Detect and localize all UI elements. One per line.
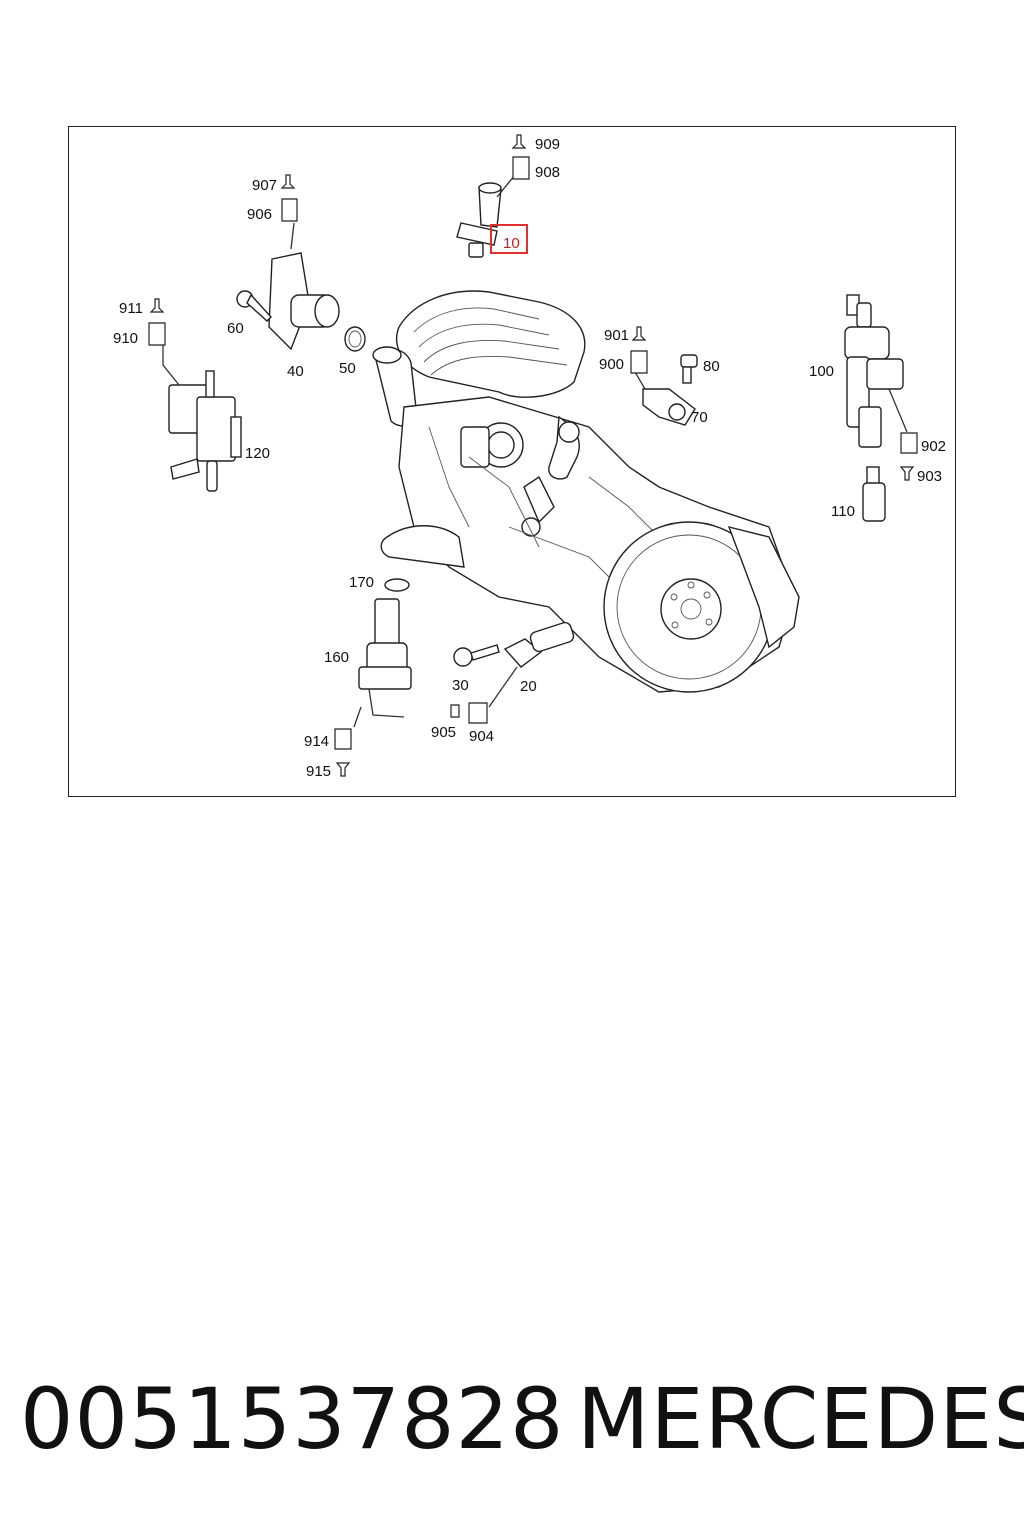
callout-903[interactable]: 903 xyxy=(917,468,942,485)
part-30-bolt[interactable] xyxy=(453,644,500,667)
callout-70[interactable]: 70 xyxy=(691,409,708,426)
footer-caption: 0051537828 MERCEDES xyxy=(0,1360,1024,1480)
part-number: 0051537828 xyxy=(20,1370,565,1468)
callout-906[interactable]: 906 xyxy=(247,206,272,223)
parts-diagram: 909 908 10 907 906 911 910 60 40 50 901 … xyxy=(68,126,956,797)
callout-30[interactable]: 30 xyxy=(452,677,469,694)
part-160-sensor[interactable] xyxy=(353,598,412,728)
highlight-box-10 xyxy=(490,224,528,254)
connector-symbols xyxy=(148,134,918,777)
part-70-sensor[interactable] xyxy=(634,371,696,426)
callout-20[interactable]: 20 xyxy=(520,678,537,695)
callout-labels: 909 908 10 907 906 911 910 60 40 50 901 … xyxy=(113,136,946,780)
callout-910[interactable]: 910 xyxy=(113,330,138,347)
callout-904[interactable]: 904 xyxy=(469,728,494,745)
part-40-sensor[interactable] xyxy=(268,222,340,351)
callout-160[interactable]: 160 xyxy=(324,649,349,666)
callout-10[interactable]: 10 xyxy=(503,235,520,252)
callout-905[interactable]: 905 xyxy=(431,724,456,741)
callout-50[interactable]: 50 xyxy=(339,360,356,377)
part-100-sensor[interactable] xyxy=(844,294,908,448)
part-170-oring[interactable] xyxy=(384,578,410,592)
callout-110[interactable]: 110 xyxy=(831,503,855,520)
diagram-drawing: 909 908 10 907 906 911 910 60 40 50 901 … xyxy=(113,134,946,780)
part-50-oring[interactable] xyxy=(344,326,366,352)
callout-908[interactable]: 908 xyxy=(535,164,560,181)
callout-911[interactable]: 911 xyxy=(119,300,143,317)
callout-900[interactable]: 900 xyxy=(599,356,624,373)
engine-assembly xyxy=(372,290,800,693)
part-60-bolt[interactable] xyxy=(236,290,272,322)
part-110-cap[interactable] xyxy=(862,466,886,522)
callout-100[interactable]: 100 xyxy=(809,363,834,380)
callout-120[interactable]: 120 xyxy=(245,445,270,462)
callout-60[interactable]: 60 xyxy=(227,320,244,337)
brand-name: MERCEDES xyxy=(577,1370,1024,1468)
callout-907[interactable]: 907 xyxy=(252,177,277,194)
part-10-sensor[interactable] xyxy=(456,174,516,258)
part-80-bolt[interactable] xyxy=(680,354,698,384)
callout-914[interactable]: 914 xyxy=(304,733,329,750)
callout-902[interactable]: 902 xyxy=(921,438,946,455)
callout-40[interactable]: 40 xyxy=(287,363,304,380)
callout-909[interactable]: 909 xyxy=(535,136,560,153)
callout-901[interactable]: 901 xyxy=(604,327,629,344)
callout-170[interactable]: 170 xyxy=(349,574,374,591)
callout-915[interactable]: 915 xyxy=(306,763,331,780)
callout-80[interactable]: 80 xyxy=(703,358,720,375)
part-20-sensor[interactable] xyxy=(488,621,575,708)
part-120-valve[interactable] xyxy=(162,345,242,492)
